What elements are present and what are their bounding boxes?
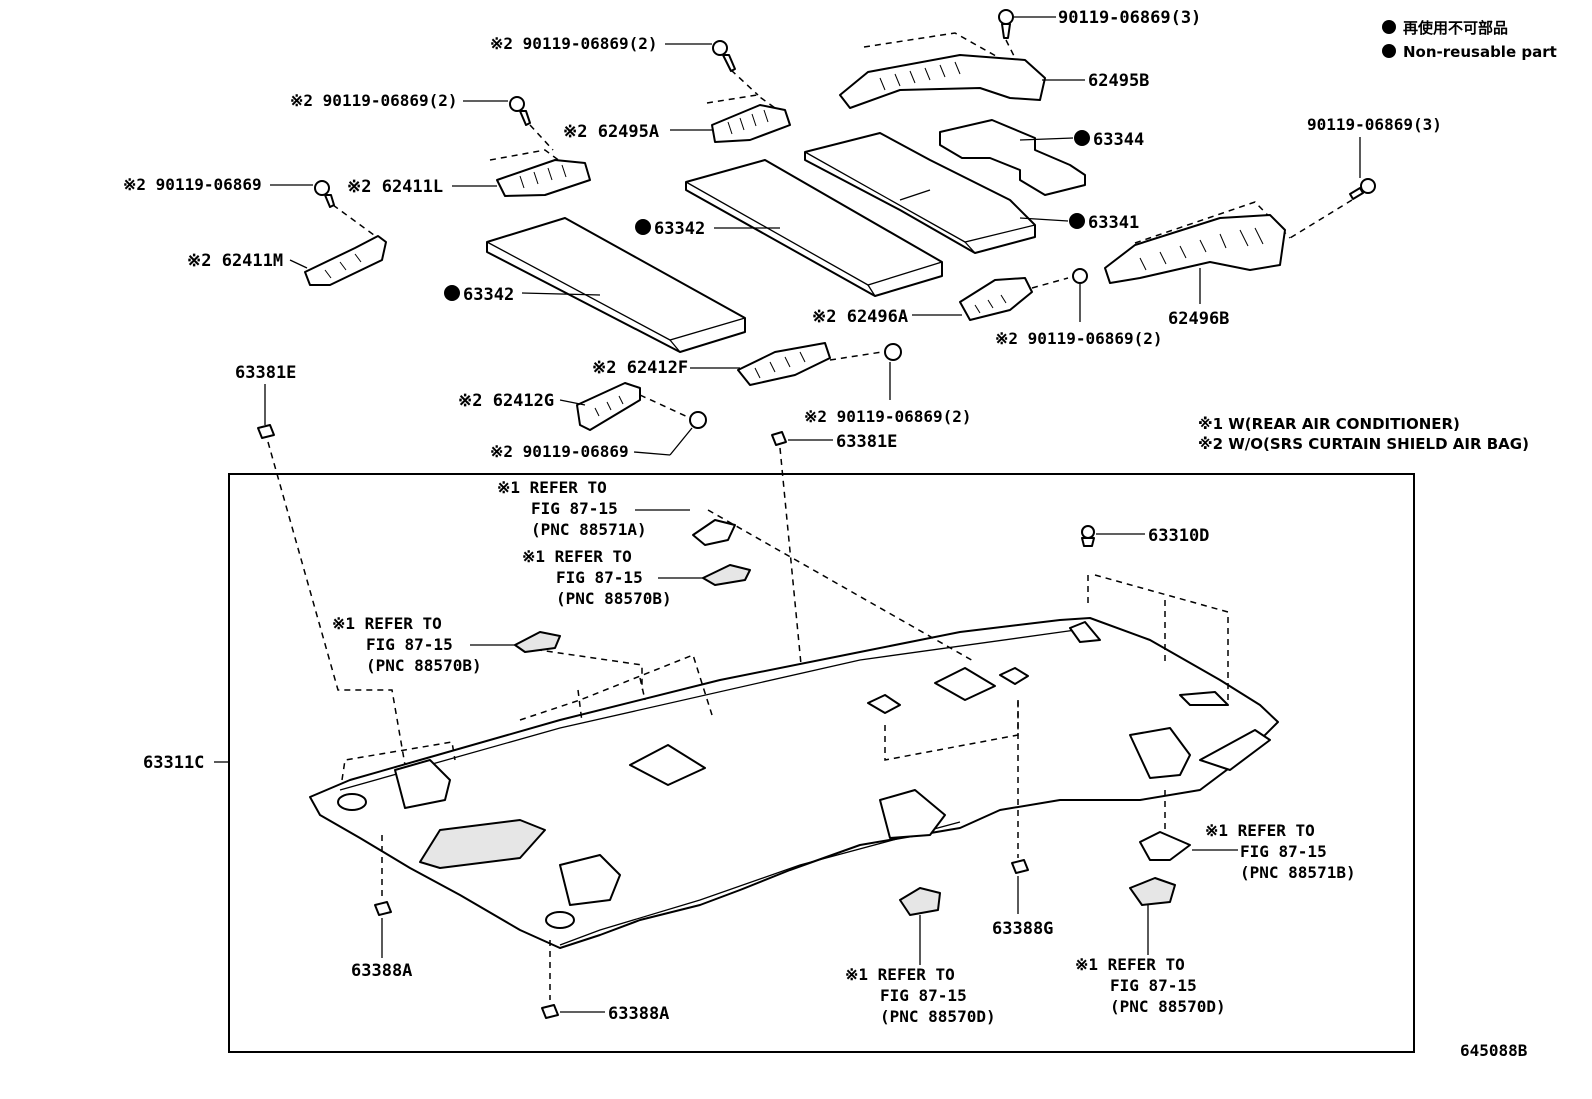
ref-88570d-left-line3: (PNC 88570D) xyxy=(880,1007,996,1026)
label-62411l: ※2 62411L xyxy=(347,177,443,197)
label-63310d: 63310D xyxy=(1148,526,1209,546)
bolt-62496a: ※2 90119-06869(2) xyxy=(995,268,1163,348)
label-62411m: ※2 62411M xyxy=(187,251,283,271)
label-63311c: 63311C xyxy=(143,753,204,773)
ref-88570d-left-line2: FIG 87-15 xyxy=(880,986,967,1005)
bolt-62495a: ※2 90119-06869(2) xyxy=(490,34,736,72)
legend-jp: 再使用不可部品 xyxy=(1403,19,1508,37)
legend: 再使用不可部品 Non-reusable part xyxy=(1382,19,1557,61)
ref-88571b-line3: (PNC 88571B) xyxy=(1240,863,1356,882)
ref-88570d-left-line1: ※1 REFER TO xyxy=(845,965,955,984)
pad-63341: 63341 xyxy=(804,132,1139,254)
label-bolt-62496a: ※2 90119-06869(2) xyxy=(995,329,1163,348)
bolt-62412g: ※2 90119-06869 xyxy=(490,411,707,461)
ref-88571a-line1: ※1 REFER TO xyxy=(497,478,607,497)
bolt-62495b: 90119-06869(3) xyxy=(998,8,1201,39)
bolt-62411l: ※2 90119-06869(2) xyxy=(290,91,531,126)
ref-88571b-line1: ※1 REFER TO xyxy=(1205,821,1315,840)
non-reusable-dot-icon xyxy=(635,219,651,235)
label-63388a-bottom: 63388A xyxy=(608,1004,669,1024)
bolt-62412f: ※2 90119-06869(2) xyxy=(804,343,972,426)
headliner-frame xyxy=(228,473,1415,1053)
ref-88570d-right-line2: FIG 87-15 xyxy=(1110,976,1197,995)
ref-88570b-upper-line1: ※1 REFER TO xyxy=(522,547,632,566)
non-reusable-dot-icon xyxy=(1382,20,1396,34)
ref-88571a: ※1 REFER TO FIG 87-15 (PNC 88571A) xyxy=(497,478,736,546)
ref-88570d-right-line3: (PNC 88570D) xyxy=(1110,997,1226,1016)
pad-63344: 63344 xyxy=(939,119,1144,196)
clip-63381e-left: 63381E xyxy=(235,363,296,439)
ref-88570d-right-line1: ※1 REFER TO xyxy=(1075,955,1185,974)
bracket-62412f: ※2 62412F xyxy=(592,342,831,386)
label-bolt-62412f: ※2 90119-06869(2) xyxy=(804,407,972,426)
bracket-62411l: ※2 62411L xyxy=(347,159,591,197)
note-2: ※2 W/O(SRS CURTAIN SHIELD AIR BAG) xyxy=(1198,435,1529,453)
ref-88571b-line2: FIG 87-15 xyxy=(1240,842,1327,861)
ref-88570b-upper: ※1 REFER TO FIG 87-15 (PNC 88570B) xyxy=(522,547,751,608)
bolt-62496b: 90119-06869(3) xyxy=(1307,115,1442,200)
label-bolt-62496b: 90119-06869(3) xyxy=(1307,115,1442,134)
ref-88570d-left: ※1 REFER TO FIG 87-15 (PNC 88570D) xyxy=(845,887,996,1026)
label-63344: 63344 xyxy=(1093,130,1144,150)
clip-63381e-mid: 63381E xyxy=(771,431,897,452)
bracket-62411m: ※2 62411M xyxy=(187,235,387,286)
label-bolt-62411m: ※2 90119-06869 xyxy=(123,175,262,194)
bracket-62496a: ※2 62496A xyxy=(812,277,1033,327)
label-63381e-left: 63381E xyxy=(235,363,296,383)
label-62496b: 62496B xyxy=(1168,309,1229,329)
bracket-62496b: 62496B xyxy=(1104,214,1286,329)
bolt-62411m: ※2 90119-06869 xyxy=(123,175,335,208)
ref-88571a-line2: FIG 87-15 xyxy=(531,499,618,518)
label-63381e-mid: 63381E xyxy=(836,432,897,452)
label-bolt-62411l: ※2 90119-06869(2) xyxy=(290,91,458,110)
label-63342-front: 63342 xyxy=(463,285,514,305)
ref-88571a-line3: (PNC 88571A) xyxy=(531,520,647,539)
figure-id: 645088B xyxy=(1460,1041,1528,1060)
non-reusable-dot-icon xyxy=(1069,213,1085,229)
non-reusable-dot-icon xyxy=(1074,130,1090,146)
label-62495a: ※2 62495A xyxy=(563,122,659,142)
label-62495b: 62495B xyxy=(1088,71,1149,91)
pad-63342-front: 63342 xyxy=(444,217,746,353)
label-bolt-62495b: 90119-06869(3) xyxy=(1058,8,1201,28)
label-63342-mid: 63342 xyxy=(654,219,705,239)
ref-88570b-lower-line3: (PNC 88570B) xyxy=(366,656,482,675)
bracket-62412g: ※2 62412G xyxy=(458,382,641,431)
non-reusable-dot-icon xyxy=(1382,44,1396,58)
label-bolt-62412g: ※2 90119-06869 xyxy=(490,442,629,461)
label-63388g: 63388G xyxy=(992,919,1053,939)
label-bolt-62495a: ※2 90119-06869(2) xyxy=(490,34,658,53)
bracket-62495b: 62495B xyxy=(839,54,1149,109)
bracket-62495a: ※2 62495A xyxy=(563,104,791,143)
ref-88570b-lower-line2: FIG 87-15 xyxy=(366,635,453,654)
ref-88570b-lower: ※1 REFER TO FIG 87-15 (PNC 88570B) xyxy=(332,614,561,675)
clip-63388g: 63388G xyxy=(992,859,1053,939)
ref-88570b-lower-line1: ※1 REFER TO xyxy=(332,614,442,633)
label-62412f: ※2 62412F xyxy=(592,358,688,378)
ref-88570b-upper-line2: FIG 87-15 xyxy=(556,568,643,587)
ref-88570b-upper-line3: (PNC 88570B) xyxy=(556,589,672,608)
ref-88570d-right: ※1 REFER TO FIG 87-15 (PNC 88570D) xyxy=(1075,877,1226,1016)
clip-63388a-left: 63388A xyxy=(351,901,412,981)
label-63388a-left: 63388A xyxy=(351,961,412,981)
pad-63342-mid: 63342 xyxy=(635,159,943,297)
note-1: ※1 W(REAR AIR CONDITIONER) xyxy=(1198,415,1460,433)
label-62412g: ※2 62412G xyxy=(458,391,554,411)
label-62496a: ※2 62496A xyxy=(812,307,908,327)
non-reusable-dot-icon xyxy=(444,285,460,301)
label-63311c-group: 63311C xyxy=(143,753,229,773)
clip-63310d: 63310D xyxy=(1081,525,1209,547)
legend-en: Non-reusable part xyxy=(1403,43,1557,61)
headliner-63311c xyxy=(309,617,1279,949)
ref-88571b: ※1 REFER TO FIG 87-15 (PNC 88571B) xyxy=(1139,821,1356,882)
clip-63388a-bottom: 63388A xyxy=(541,1004,669,1024)
label-63341: 63341 xyxy=(1088,213,1139,233)
